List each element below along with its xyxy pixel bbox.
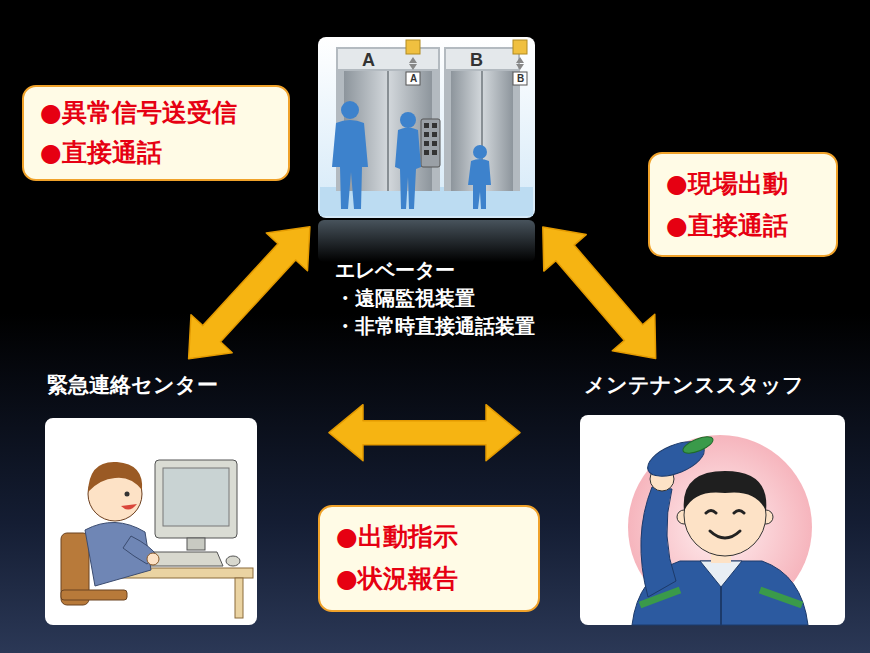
bullet-item: ・遠隔監視装置 [335,286,595,311]
person-silhouette [341,101,359,119]
door-seam [387,71,389,191]
direction-arrows [516,57,524,70]
operator-box: 緊急連絡センター [45,372,257,625]
callout-box: ●現場出動 ●直接通話 [648,152,838,257]
callout-box: ●出動指示 ●状況報告 [318,505,540,612]
staff-box: メンテナンススタッフ [580,372,845,625]
door-header [338,49,438,69]
elevator-illustration [318,37,535,218]
bullet-item: ・非常時直接通話装置 [335,314,595,339]
indicator-label: A [410,74,417,84]
button-panel [421,119,440,167]
zipper [720,587,722,625]
smile [710,531,740,538]
reflection [318,220,535,262]
image-frame [45,418,257,625]
monitor-stand [187,538,205,550]
screen [163,468,229,526]
floor [320,187,533,216]
desk-leg [235,578,243,618]
mouse [226,556,240,566]
collar [700,561,742,587]
door-label: B [470,51,483,69]
bullet-item: ●状況報告 [336,563,531,594]
hand [147,553,159,565]
staff-illustration [580,415,845,625]
chair-seat [61,590,127,600]
node-heading: メンテナンススタッフ [584,372,846,398]
person-silhouette [332,120,368,209]
eye [125,492,130,497]
node-heading: エレベーター [335,258,595,283]
door-label: A [362,51,375,69]
double-arrow [329,405,520,461]
panel-buttons [424,123,437,155]
indicator-label: B [517,74,524,84]
keyboard [137,552,223,566]
direction-arrows [409,57,417,70]
hair [684,471,767,511]
hall-lantern [513,40,527,54]
double-arrow [189,227,310,359]
elevator-box: エレベーター・遠隔監視装置・非常時直接通話装置 [318,37,535,218]
bullet-item: ●直接通話 [666,210,831,241]
bullet-item: ●異常信号送受信 [40,97,280,128]
eyes [706,511,744,514]
person-silhouette [400,112,416,128]
image-frame [580,415,845,625]
hair [88,462,142,492]
car-indicator [513,72,527,85]
car-indicator [406,72,420,85]
cap-brim [681,433,715,456]
bullet-item: ●出動指示 [336,521,531,552]
image-frame [318,37,535,218]
bullet-item: ●現場出動 [666,168,831,199]
double-arrow [543,227,656,358]
person-silhouette [473,145,487,159]
person-silhouette [468,159,491,209]
bullet-item: ●直接通話 [40,137,280,168]
operator-illustration [45,418,257,625]
hall-lantern [406,40,420,54]
callout-box: ●異常信号送受信 ●直接通話 [22,85,290,181]
door-header [446,49,518,69]
raised-arm [641,487,676,597]
monitor [155,460,237,538]
person-silhouette [395,128,421,210]
node-heading: 緊急連絡センター [47,372,287,398]
mouth [121,504,137,510]
